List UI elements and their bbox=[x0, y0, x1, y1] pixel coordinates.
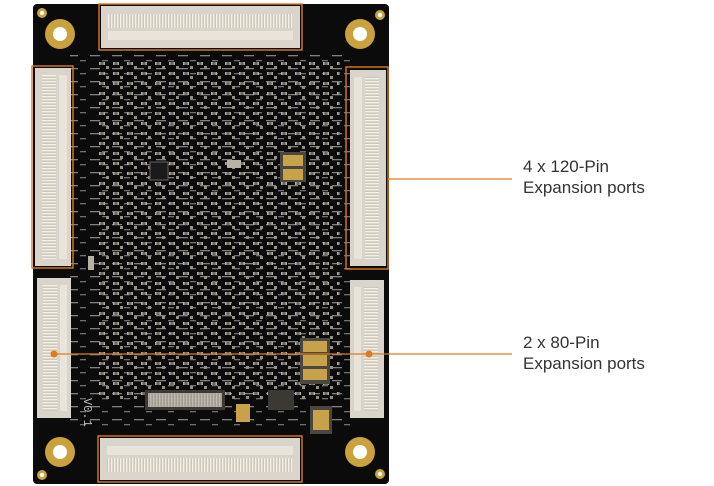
callout-120-pin-line1: 4 x 120-Pin bbox=[523, 157, 609, 176]
components bbox=[88, 152, 332, 434]
left-80-pin-connector bbox=[37, 278, 71, 418]
callout-120-pin-line2: Expansion ports bbox=[523, 178, 645, 197]
left-120-pin-connector bbox=[31, 65, 74, 269]
leader-dot-right bbox=[365, 350, 373, 358]
bottom-120-pin-connector bbox=[97, 435, 303, 483]
callout-120-pin-ports: 4 x 120-Pin Expansion ports bbox=[523, 156, 645, 198]
callout-leaders bbox=[50, 178, 512, 358]
silkscreen-version: V0.1 bbox=[80, 398, 94, 427]
callout-80-pin-ports: 2 x 80-Pin Expansion ports bbox=[523, 332, 645, 374]
mounting-holes bbox=[37, 8, 385, 480]
callout-80-pin-line1: 2 x 80-Pin bbox=[523, 333, 600, 352]
right-120-pin-connector bbox=[345, 66, 389, 270]
right-80-pin-connector bbox=[350, 280, 384, 418]
callout-80-pin-line2: Expansion ports bbox=[523, 354, 645, 373]
top-120-pin-connector bbox=[98, 3, 303, 51]
leader-dot-left bbox=[50, 350, 58, 358]
